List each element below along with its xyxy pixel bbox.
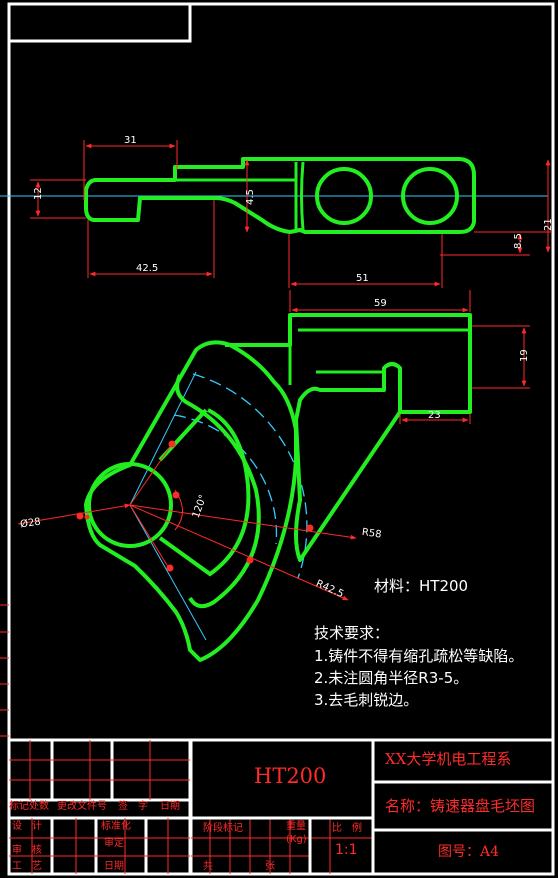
tb-change-doc: 更改文件号: [57, 801, 107, 812]
tb-design: 设 计: [12, 821, 42, 832]
dim-12: 12: [33, 187, 44, 200]
dim-r42-5: R42.5: [314, 578, 345, 600]
tb-sheet-no: 张: [265, 861, 275, 872]
dim-19: 19: [519, 349, 530, 362]
tech-requirement-3: 3.去毛刺锐边。: [314, 691, 419, 709]
dim-31: 31: [124, 135, 137, 146]
arc-centerline: [192, 373, 308, 579]
tb-sheet-total: 共: [203, 861, 213, 872]
tb-date: 日期: [160, 801, 180, 812]
tb-weight: 重量: [286, 821, 306, 832]
material-note: 材料：HT200: [374, 577, 469, 595]
top-view-outline: [84, 157, 476, 234]
title-school: XX大学机电工程系: [385, 750, 512, 768]
front-dimensions: [17, 290, 530, 601]
front-dim-points: [76, 440, 314, 572]
dim-51: 51: [356, 273, 369, 284]
dim-42-5: 42.5: [136, 263, 158, 274]
top-hole-left: [315, 167, 373, 225]
dim-dia28: Ø28: [19, 516, 41, 531]
tb-sign: 签 字: [118, 801, 148, 812]
tech-requirements-title: 技术要求：: [314, 624, 390, 642]
frame-edge-ticks: [0, 604, 9, 737]
tb-process: 工 艺: [12, 861, 42, 872]
tb-weight-unit: (Kg): [286, 834, 307, 845]
tb-stage-mark: 阶段标记: [203, 823, 243, 834]
dim-8-5: 8.5: [513, 233, 524, 249]
tb-review: 审 核: [12, 845, 42, 856]
dim-23: 23: [428, 410, 441, 421]
tb-scale-label: 比 例: [332, 823, 362, 834]
title-block-grid: [9, 738, 555, 876]
tech-requirement-1: 1.铸件不得有缩孔疏松等缺陷。: [314, 647, 524, 665]
top-hole-right: [401, 167, 459, 225]
title-material: HT200: [254, 764, 327, 788]
top-dimensions: [30, 140, 552, 288]
dim-59: 59: [374, 298, 387, 309]
dim-4-5: 4.5: [245, 189, 256, 205]
tech-requirement-2: 2.未注圆角半径R3-5。: [314, 669, 469, 687]
tb-audit: 审定: [104, 838, 124, 849]
dim-21: 21: [543, 218, 554, 231]
tb-approve-date: 日期: [104, 861, 124, 872]
top-view: 31 12 4.5 42.5 51 21 8.5: [0, 135, 554, 288]
tb-scale-value: 1:1: [335, 842, 358, 858]
dim-r58: R58: [361, 527, 382, 541]
title-part-name: 名称：铸速器盘毛坯图: [385, 797, 536, 815]
tb-mark-count: 标记处数: [9, 801, 49, 812]
front-view-outline: [84, 340, 298, 662]
hub-circle: [87, 462, 173, 548]
front-view: 59 19 23 120° Ø28 R58 R42.5: [17, 290, 530, 662]
title-drawing-number: 图号：A4: [438, 844, 500, 860]
tb-standardize: 标准化: [101, 821, 131, 832]
